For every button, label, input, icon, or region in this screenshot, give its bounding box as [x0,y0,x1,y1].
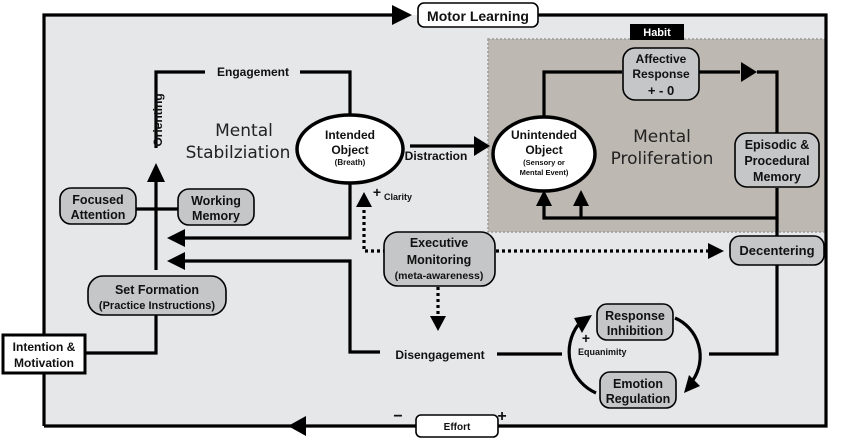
motor-learning-arrow-icon [392,5,412,25]
unintended-object-node[interactable] [491,115,597,193]
episodic-return-line [542,188,779,220]
decentering-arrow-icon [708,243,724,259]
equanimity-arc-left [567,324,597,395]
working-memory-label-2: Memory [192,209,240,223]
intention-to-set-line [85,312,158,355]
unintended-object-label-1: Unintended [511,128,577,142]
stabilization-label-2: Stabilziation [186,143,291,163]
intention-box[interactable] [1,333,87,375]
outer-loop-right [498,13,828,428]
episodic-memory-box[interactable] [734,132,820,188]
proliferation-label-2: Proliferation [611,149,714,169]
affective-response-valence: + - 0 [648,83,674,98]
executive-monitoring-box[interactable] [383,231,496,287]
unintended-object-label-2: Object [525,143,562,157]
proliferation-label-1: Mental [633,127,691,147]
decentering-box[interactable] [729,235,825,266]
executive-monitoring-label-3: (meta-awareness) [395,270,484,282]
distraction-label: Distraction [405,149,468,163]
working-memory-label-1: Working [191,194,241,208]
loop-to-decentering-line [709,258,779,356]
response-inhibition-label-2: Inhibition [607,324,663,338]
engagement-line [300,70,352,117]
intended-object-node[interactable] [295,113,405,185]
equanimity-arrow-icon [574,315,592,333]
effort-plus: + [497,408,506,425]
effort-box[interactable] [415,414,499,438]
affective-arrow-icon [741,62,757,82]
affective-response-label-2: Response [632,67,690,81]
outer-loop-left [42,13,395,426]
set-formation-box[interactable] [87,275,227,316]
engagement-label: Engagement [217,65,289,79]
habit-label: Habit [643,27,671,39]
intention-label-2: Motivation [14,356,74,370]
disengagement-label: Disengagement [395,348,484,362]
clarity-label: Clarity [384,192,412,202]
intention-label-1: Intention & [13,340,76,354]
episodic-memory-label-2: Procedural [744,154,809,168]
intended-object-label-3: (Breath) [335,158,366,167]
response-inhibition-box[interactable] [596,303,674,341]
focused-attention-box[interactable] [59,187,137,225]
return-line-1 [182,180,352,240]
working-memory-box[interactable] [177,188,255,226]
motor-learning-label: Motor Learning [427,8,529,24]
set-formation-label-1: Set Formation [115,283,199,297]
clarity-arrow-icon [356,192,372,207]
equanimity-sign: + [582,330,590,346]
habit-badge [630,24,684,40]
decentering-label: Decentering [739,243,814,258]
episodic-memory-label-3: Memory [753,170,801,184]
return-arrow-1-icon [167,229,185,247]
orienting-label: Orienting [151,93,165,146]
motor-learning-box[interactable] [417,2,539,28]
set-formation-label-2: (Practice Instructions) [99,300,215,312]
return-arrow-a-icon [536,190,552,206]
return-arrow-2-icon [167,252,185,270]
affective-response-label-1: Affective [636,52,687,66]
effort-minus: − [393,408,402,425]
equanimity-label: Equanimity [578,347,627,357]
stabilization-label-1: Mental [215,121,273,141]
effort-label: Effort [444,422,471,433]
orienting-arrow-icon [147,163,165,182]
executive-monitoring-label-1: Executive [410,236,468,250]
affective-response-box[interactable] [622,47,700,101]
emotion-regulation-label-1: Emotion [613,377,663,391]
clarity-sign: + [373,184,381,200]
unintended-to-affective-line [542,70,622,118]
emotion-regulation-label-2: Regulation [606,392,671,406]
regulation-arc-right [674,316,702,381]
focused-attention-label-2: Attention [71,208,126,222]
response-inhibition-label-1: Response [605,309,665,323]
episodic-memory-label-1: Episodic & [745,138,810,152]
intended-object-label-1: Intended [325,128,375,142]
return-line-2 [182,259,380,354]
executive-monitoring-label-2: Monitoring [407,253,472,267]
regulation-arrow-icon [684,375,700,393]
focused-attention-label-1: Focused [72,193,123,207]
return-arrow-b-icon [573,190,589,206]
distraction-arrow-icon [474,136,490,156]
intended-object-label-2: Object [331,143,368,157]
unintended-object-label-4: Mental Event) [520,168,569,177]
episodic-top-line [757,70,779,135]
disengagement-arrow-icon [430,316,446,331]
clarity-dotted-line [362,208,386,253]
orienting-upper-line [154,70,205,148]
emotion-regulation-box[interactable] [599,371,677,409]
unintended-object-label-3: (Sensory or [523,158,565,167]
